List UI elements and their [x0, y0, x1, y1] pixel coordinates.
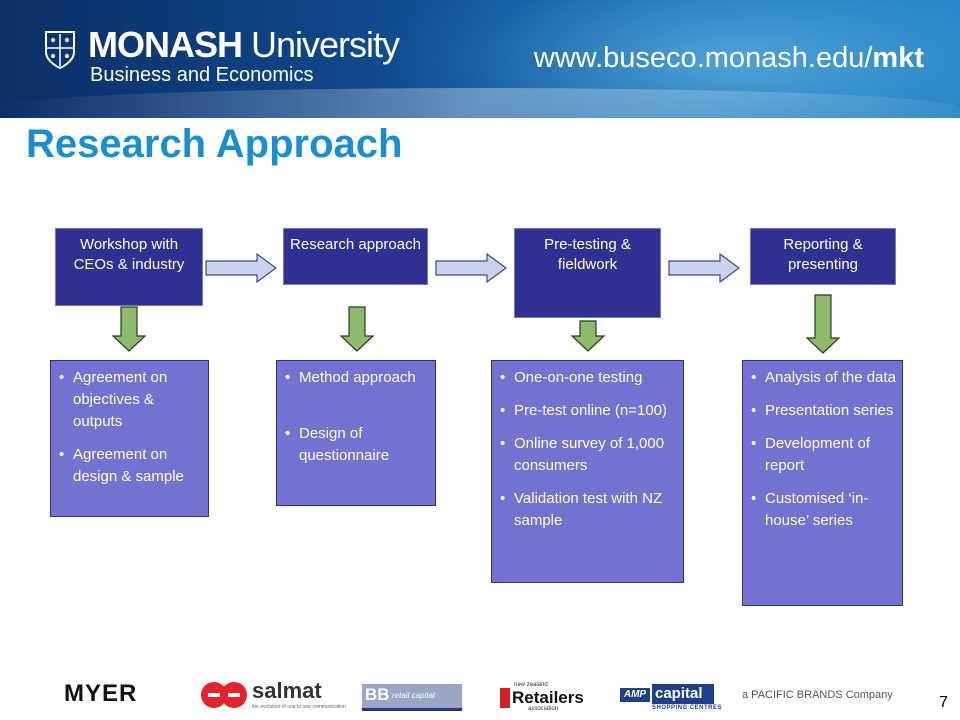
list-item: Presentation series	[751, 400, 896, 422]
down-arrow-icon	[571, 320, 605, 352]
retailers-region: new zealand	[514, 682, 548, 688]
header-banner: MONASH University Business and Economics…	[0, 0, 960, 118]
stage-research-approach: Research approach	[283, 228, 428, 285]
down-arrow-icon	[112, 306, 146, 352]
salmat-mark-icon	[201, 682, 247, 708]
detail-pretesting: One-on-one testing Pre-test online (n=10…	[491, 360, 684, 583]
list-item: Method approach	[285, 367, 429, 389]
banner-glow	[380, 0, 960, 118]
retailers-mark-icon	[500, 688, 510, 708]
page-title: Research Approach	[26, 122, 403, 166]
amp-capital-logo: AMP capital SHOPPING CENTRES	[620, 684, 722, 712]
list-item: Validation test with NZ sample	[500, 488, 677, 532]
detail-workshop: Agreement on objectives & outputs Agreem…	[50, 360, 209, 517]
university-crest-icon	[45, 31, 75, 70]
capital-name: capital	[655, 685, 703, 702]
amp-mark: AMP	[620, 688, 650, 702]
banner-wave	[0, 88, 960, 118]
stage-reporting: Reporting & presenting	[750, 228, 896, 285]
list-item: Analysis of the data	[751, 367, 896, 389]
salmat-tagline: the evolution of one to one communicatio…	[252, 704, 346, 710]
right-arrow-icon	[668, 253, 740, 283]
website-url[interactable]: www.buseco.monash.edu/mkt	[533, 42, 924, 74]
list-item: Customised ‘in-house’ series	[751, 488, 896, 532]
detail-reporting: Analysis of the data Presentation series…	[742, 360, 903, 606]
capital-panel: capital	[652, 684, 714, 704]
bb-mark: BB	[365, 685, 390, 704]
right-arrow-icon	[205, 253, 277, 283]
pacific-brands-logo: a PACIFIC BRANDS Company	[742, 689, 893, 701]
list-item: One-on-one testing	[500, 367, 677, 389]
brand-subtitle: Business and Economics	[90, 64, 314, 86]
page-number: 7	[939, 694, 948, 711]
retailers-subtitle: association	[528, 706, 559, 712]
stage-pretesting: Pre-testing & fieldwork	[514, 228, 661, 318]
stage-workshop: Workshop with CEOs & industry	[55, 228, 203, 306]
retailers-name: Retailers	[512, 688, 584, 707]
brand-name: MONASH University	[88, 24, 400, 65]
myer-logo: MYER	[64, 680, 138, 707]
down-arrow-icon	[806, 294, 840, 354]
bb-retail-capital-logo: BB retail capital	[362, 684, 462, 711]
salmat-logo: salmat the evolution of one to one commu…	[200, 678, 346, 712]
bb-subtitle: retail capital	[392, 691, 435, 700]
list-item: Development of report	[751, 433, 896, 477]
detail-research-approach: Method approach Design of questionnaire	[276, 360, 436, 506]
right-arrow-icon	[435, 253, 507, 283]
list-item: Agreement on design & sample	[59, 444, 202, 488]
list-item: Pre-test online (n=100)	[500, 400, 677, 422]
capital-subtitle: SHOPPING CENTRES	[652, 705, 723, 711]
list-item: Agreement on objectives & outputs	[59, 367, 202, 433]
down-arrow-icon	[340, 306, 374, 352]
list-item: Design of questionnaire	[285, 423, 429, 467]
list-item: Online survey of 1,000 consumers	[500, 433, 677, 477]
salmat-name: salmat	[252, 678, 322, 703]
nz-retailers-association-logo: new zealand Retailers association	[500, 682, 590, 712]
